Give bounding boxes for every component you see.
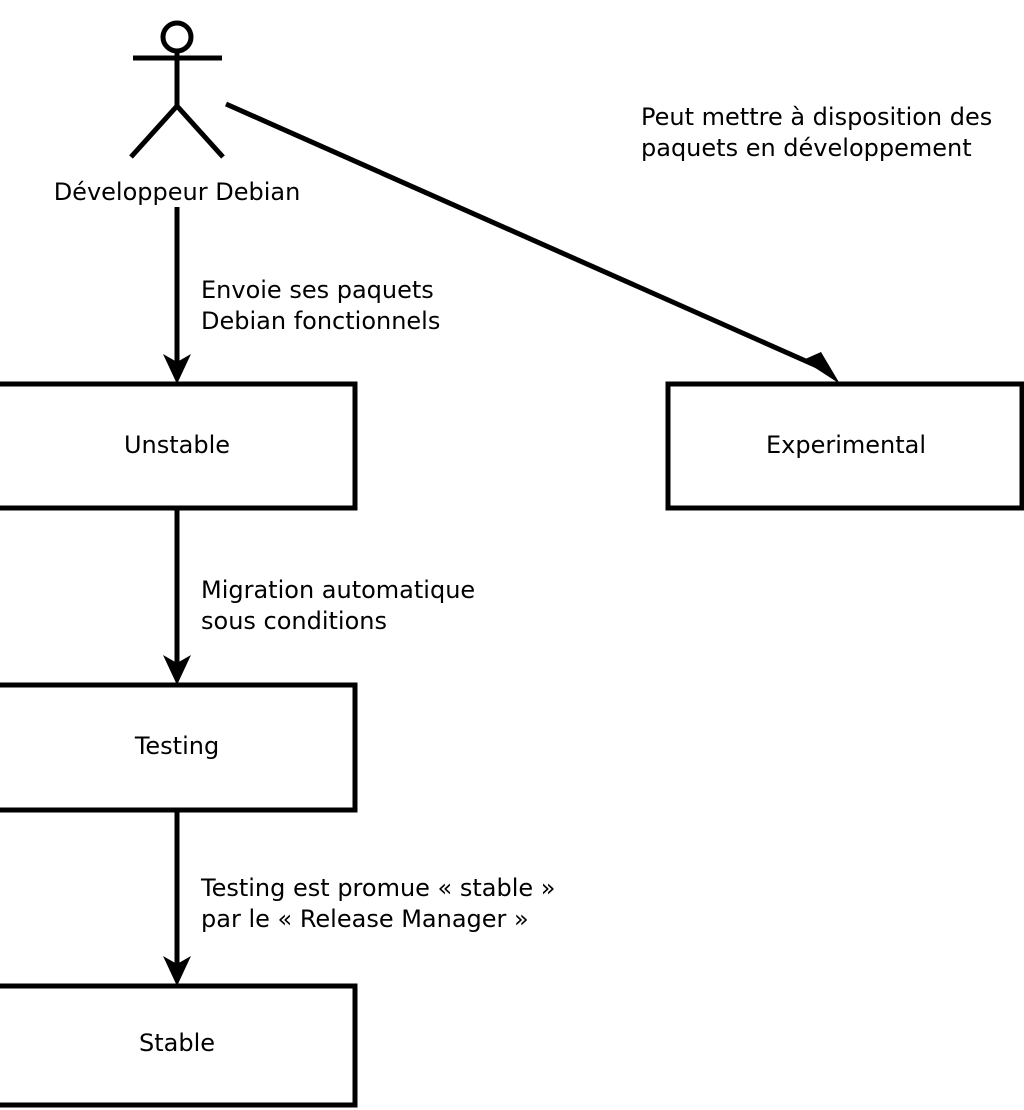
edge-testing-to-stable-arrowhead xyxy=(163,956,191,986)
actor-head-icon xyxy=(160,20,194,54)
node-stable-box xyxy=(0,983,358,1108)
actor-left-leg-line xyxy=(129,104,179,159)
edge-unstable-to-testing-label-line1: Migration automatique xyxy=(201,576,475,604)
edge-dev-to-experimental-label-line1: Peut mettre à disposition des xyxy=(641,103,992,131)
edge-unstable-to-testing-label-line2: sous conditions xyxy=(201,607,387,635)
node-experimental-label: Experimental xyxy=(766,431,926,459)
edge-unstable-to-testing-arrowhead xyxy=(163,655,191,685)
edge-dev-to-unstable-label-line1: Envoie ses paquets xyxy=(201,276,434,304)
edge-testing-to-stable-label-line1: Testing est promue « stable » xyxy=(200,874,555,902)
node-experimental[interactable]: Experimental xyxy=(665,381,1024,511)
node-unstable[interactable]: Unstable xyxy=(0,381,358,511)
node-unstable-label: Unstable xyxy=(124,431,230,459)
node-stable-label: Stable xyxy=(139,1029,215,1057)
edge-dev-to-experimental: Peut mettre à disposition des paquets en… xyxy=(224,101,992,384)
actor-right-leg-line xyxy=(175,104,225,159)
edge-dev-to-unstable: Envoie ses paquets Debian fonctionnels xyxy=(163,207,440,384)
node-testing-box xyxy=(0,682,358,813)
edge-dev-to-unstable-arrowhead xyxy=(163,354,191,384)
edge-testing-to-stable-label-line2: par le « Release Manager » xyxy=(201,905,529,933)
node-testing[interactable]: Testing xyxy=(0,682,358,813)
node-stable[interactable]: Stable xyxy=(0,983,358,1108)
node-testing-label: Testing xyxy=(134,732,219,760)
edge-unstable-to-testing: Migration automatique sous conditions xyxy=(163,508,475,685)
actor-debian-developer[interactable]: Développeur Debian xyxy=(54,20,301,206)
actor-label: Développeur Debian xyxy=(54,178,301,206)
edge-dev-to-experimental-line xyxy=(224,101,828,373)
edge-testing-to-stable: Testing est promue « stable » par le « R… xyxy=(163,810,555,986)
edge-dev-to-experimental-arrowhead xyxy=(803,352,840,384)
edge-dev-to-experimental-label-line2: paquets en développement xyxy=(641,134,972,162)
node-unstable-box xyxy=(0,381,358,511)
edge-dev-to-unstable-label-line2: Debian fonctionnels xyxy=(201,307,440,335)
node-experimental-box xyxy=(665,381,1024,511)
